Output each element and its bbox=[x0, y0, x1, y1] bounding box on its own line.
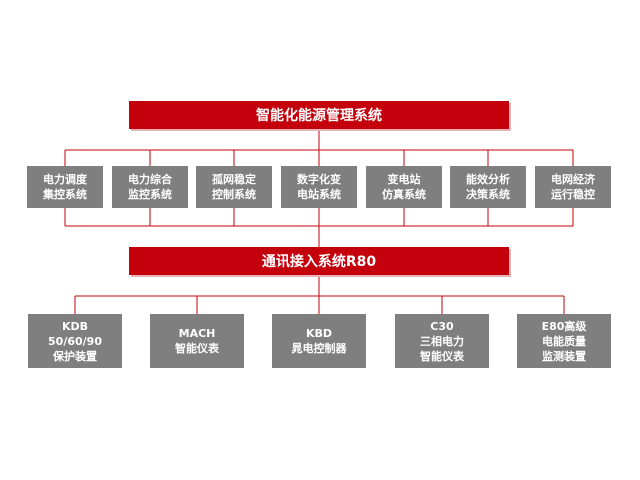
device-label: 智能仪表 bbox=[420, 349, 464, 363]
subsystem-label: 电站系统 bbox=[297, 188, 341, 201]
device-label: E80高级 bbox=[541, 319, 587, 333]
device-box-e80: E80高级 电能质量 监测装置 bbox=[517, 314, 611, 368]
subsystem-label: 决策系统 bbox=[466, 188, 510, 201]
device-box-kdb: KDB 50/60/90 保护装置 bbox=[28, 314, 122, 368]
subsystem-label: 集控系统 bbox=[43, 188, 87, 201]
subsystem-box-digital-substation: 数字化变 电站系统 bbox=[281, 166, 357, 208]
subsystem-label: 仿真系统 bbox=[382, 188, 426, 201]
subsystem-label: 变电站 bbox=[387, 173, 421, 186]
device-label: 智能仪表 bbox=[175, 342, 219, 355]
subsystem-label: 数字化变 bbox=[297, 173, 341, 186]
subsystem-label: 能效分析 bbox=[466, 173, 510, 186]
subsystem-box-efficiency: 能效分析 决策系统 bbox=[450, 166, 526, 208]
subsystem-label: 孤网稳定 bbox=[212, 173, 256, 186]
subsystem-label: 电力调度 bbox=[43, 173, 87, 186]
subsystem-box-dispatch: 电力调度 集控系统 bbox=[27, 166, 103, 208]
subsystem-box-simulation: 变电站 仿真系统 bbox=[366, 166, 442, 208]
top-bar-label: 智能化能源管理系统 bbox=[256, 108, 382, 124]
device-label: KDB bbox=[61, 319, 89, 333]
subsystem-label: 控制系统 bbox=[212, 188, 256, 201]
communication-access-system-bar: 通讯接入系统R80 bbox=[129, 247, 509, 275]
subsystem-box-economic-operation: 电网经济 运行稳控 bbox=[535, 166, 611, 208]
device-label: 保护装置 bbox=[53, 349, 97, 363]
device-box-kbd: KBD 晁电控制器 bbox=[272, 314, 366, 368]
device-label: MACH bbox=[178, 327, 216, 340]
subsystem-label: 运行稳控 bbox=[551, 188, 595, 201]
device-label: 三相电力 bbox=[420, 334, 464, 348]
subsystem-label: 电力综合 bbox=[128, 173, 172, 186]
subsystem-box-monitoring: 电力综合 监控系统 bbox=[112, 166, 188, 208]
subsystem-label: 监控系统 bbox=[128, 188, 172, 201]
subsystem-label: 电网经济 bbox=[551, 173, 595, 186]
device-box-mach: MACH 智能仪表 bbox=[150, 314, 244, 368]
energy-management-system-bar: 智能化能源管理系统 bbox=[129, 101, 509, 129]
device-label: 晁电控制器 bbox=[291, 342, 347, 355]
device-label: C30 bbox=[430, 319, 454, 333]
device-label: KBD bbox=[305, 327, 333, 340]
device-label: 电能质量 bbox=[542, 334, 586, 348]
device-box-c30: C30 三相电力 智能仪表 bbox=[395, 314, 489, 368]
subsystem-box-isolated-grid: 孤网稳定 控制系统 bbox=[196, 166, 272, 208]
mid-bar-label: 通讯接入系统R80 bbox=[261, 254, 377, 270]
device-label: 监测装置 bbox=[542, 349, 586, 363]
device-label: 50/60/90 bbox=[48, 334, 102, 348]
